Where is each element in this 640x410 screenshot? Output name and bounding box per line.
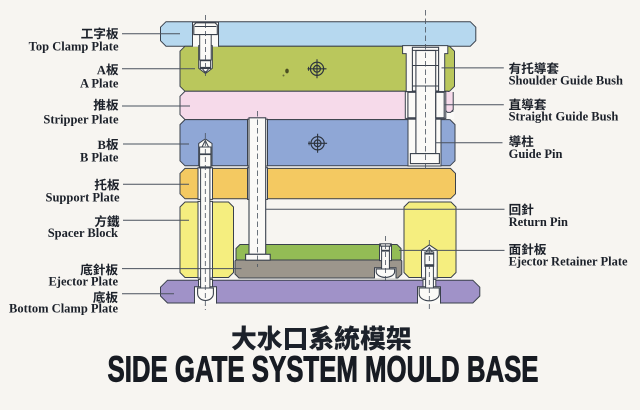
svg-text:Support Plate: Support Plate [46, 191, 120, 205]
svg-text:Guide Pin: Guide Pin [509, 147, 563, 161]
svg-text:Straight Guide Bush: Straight Guide Bush [509, 110, 619, 124]
svg-text:Stripper Plate: Stripper Plate [43, 113, 119, 127]
svg-text:Top Clamp Plate: Top Clamp Plate [29, 40, 119, 54]
svg-text:Shoulder Guide Bush: Shoulder Guide Bush [509, 74, 623, 88]
svg-text:SIDE GATE SYSTEM MOULD BASE: SIDE GATE SYSTEM MOULD BASE [108, 348, 539, 389]
svg-text:Ejector Retainer Plate: Ejector Retainer Plate [509, 255, 628, 269]
svg-text:Bottom Clamp Plate: Bottom Clamp Plate [9, 302, 118, 316]
svg-text:A Plate: A Plate [80, 77, 119, 91]
svg-text:Return Pin: Return Pin [509, 215, 568, 229]
svg-text:Ejector Plate: Ejector Plate [48, 274, 118, 288]
svg-text:B Plate: B Plate [80, 150, 119, 164]
svg-text:Spacer Block: Spacer Block [48, 226, 118, 240]
